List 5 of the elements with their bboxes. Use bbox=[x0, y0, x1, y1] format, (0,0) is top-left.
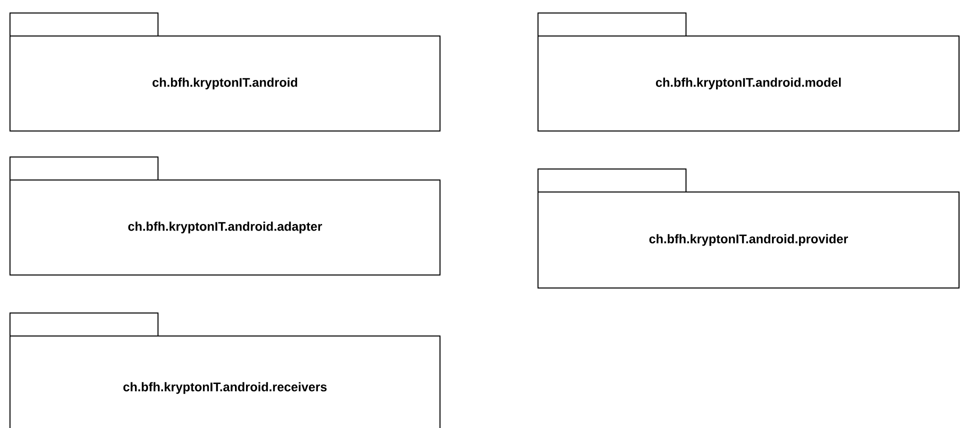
package-box: ch.bfh.kryptonIT.android.provider bbox=[538, 168, 960, 288]
package-box: ch.bfh.kryptonIT.android.receivers bbox=[10, 312, 440, 428]
package-box: ch.bfh.kryptonIT.android.model bbox=[538, 12, 960, 132]
package-box: ch.bfh.kryptonIT.android bbox=[10, 12, 440, 132]
package-box: ch.bfh.kryptonIT.android.adapter bbox=[10, 156, 440, 276]
